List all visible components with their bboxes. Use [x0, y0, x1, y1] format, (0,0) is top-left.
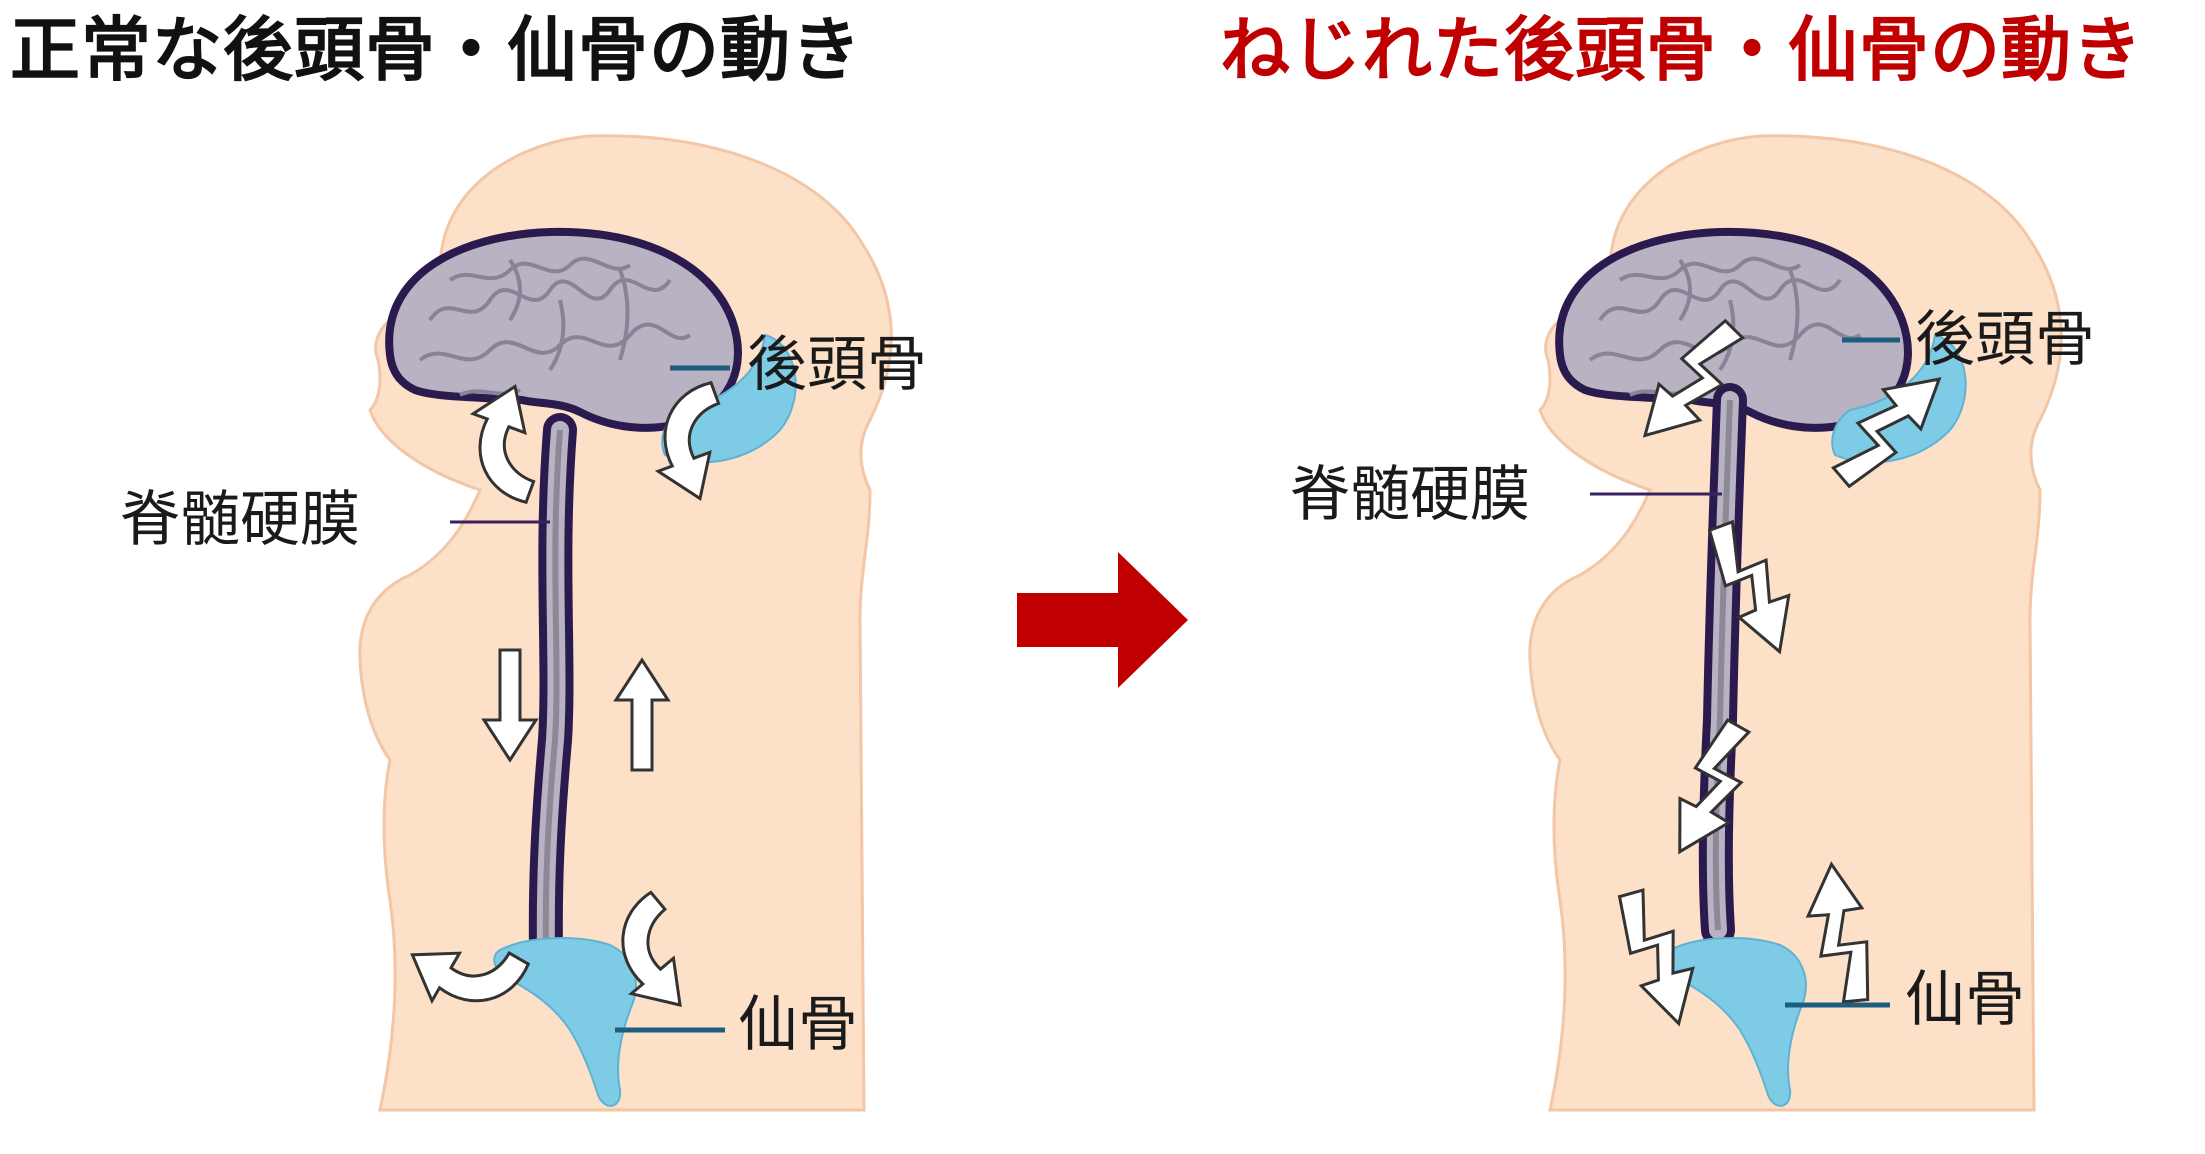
- left-dura-label: 脊髄硬膜: [120, 485, 360, 555]
- title-twisted-motion: ねじれた後頭骨・仙骨の動き: [1220, 9, 2143, 91]
- left-sacrum-label: 仙骨: [738, 990, 858, 1060]
- right-arrow-icon: [1017, 552, 1188, 688]
- right-figure: [1528, 134, 2063, 1112]
- right-sacrum-label: 仙骨: [1905, 965, 2025, 1035]
- right-dura-label: 脊髄硬膜: [1290, 460, 1530, 530]
- title-normal-motion: 正常な後頭骨・仙骨の動き: [10, 9, 862, 91]
- left-figure: [358, 134, 893, 1112]
- right-occipital-label: 後頭骨: [1915, 305, 2095, 375]
- left-occipital-label: 後頭骨: [747, 330, 927, 400]
